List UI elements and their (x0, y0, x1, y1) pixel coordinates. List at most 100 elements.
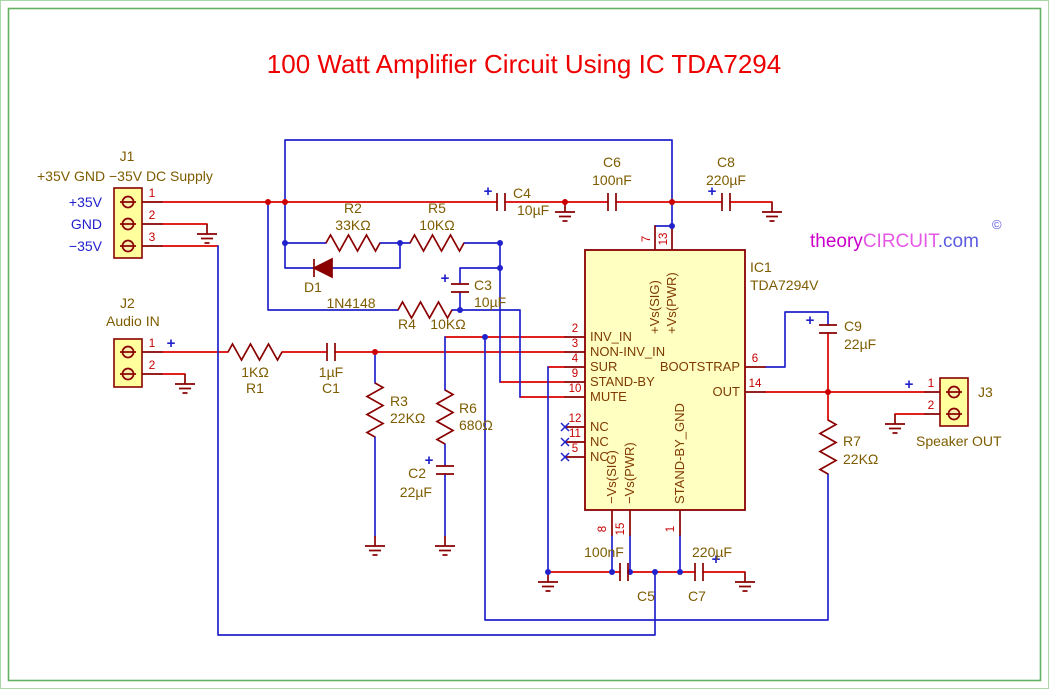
j2-label: Audio IN (106, 313, 160, 329)
ic-pin-name: STAND-BY_GND (672, 403, 687, 504)
resistor-r6: R6 680Ω (436, 389, 493, 445)
ic-pin-number: 4 (572, 353, 579, 365)
c7-ref: C7 (688, 588, 706, 604)
pin-stubs (141, 201, 941, 536)
j2-pin-number: 1 (149, 336, 156, 350)
c3-ref: C3 (474, 277, 492, 293)
ic-part: TDA7294V (750, 277, 819, 293)
capacitor-c8: + C8 220µF (706, 154, 746, 212)
c8-value: 220µF (706, 172, 746, 188)
j1-pin-number: 2 (149, 208, 156, 222)
j1-pin-number: 1 (149, 186, 156, 200)
polarity-plus: + (712, 551, 721, 568)
ic-pin-name: NC (590, 419, 609, 434)
page-title: 100 Watt Amplifier Circuit Using IC TDA7… (267, 49, 781, 79)
ic-pin-name: −Vs(PWR) (622, 442, 637, 504)
watermark-text: theoryCIRCUIT.com (810, 231, 979, 252)
c7-value: 220µF (692, 544, 732, 560)
polarity-plus: + (441, 270, 450, 287)
ic-pin-number: 8 (597, 526, 609, 532)
j1-label: +35V GND −35V DC Supply (37, 168, 213, 184)
net-label-gnd: GND (71, 216, 102, 232)
capacitor-c6: C6 100nF (592, 154, 632, 212)
ic-pin-number: 14 (749, 378, 762, 390)
ic-body (584, 249, 746, 511)
c2-value: 22µF (400, 484, 432, 500)
resistor-r3: R3 22KΩ (366, 382, 425, 438)
connector-j2: J2 Audio IN 1 2 + (106, 295, 176, 388)
j3-ref: J3 (978, 384, 993, 400)
resistor-r2: R2 33KΩ (325, 200, 381, 252)
c1-ref: C1 (322, 380, 340, 396)
ic-pin-number: 9 (572, 368, 578, 380)
capacitor-c1: 1µF C1 (319, 342, 343, 396)
d1-ref: D1 (304, 279, 322, 295)
ic-pin-number: 10 (569, 383, 582, 395)
capacitor-c7: + 220µF C7 (688, 544, 732, 604)
polarity-plus: + (167, 335, 176, 352)
ic-pin-number: 11 (569, 428, 581, 440)
connector-j3: J3 Speaker OUT 1 2 + (905, 376, 1002, 449)
watermark-theory: theory (810, 231, 863, 252)
capacitor-c4: + C4 10µF (484, 183, 550, 218)
j1-pin-number: 3 (149, 230, 156, 244)
ic-pin-name: STAND-BY (590, 374, 655, 389)
watermark: theoryCIRCUIT.com © (810, 217, 1002, 252)
r4-ref: R4 (398, 316, 416, 332)
resistor-r1: 1KΩ R1 (227, 343, 283, 396)
c3-value: 10µF (474, 294, 506, 310)
ic-pin-name: +Vs(PWR) (664, 272, 679, 334)
ic-pin-name: INV_IN (590, 329, 632, 344)
ic-pin-number: 13 (658, 233, 670, 246)
r3-ref: R3 (390, 393, 408, 409)
r2-value: 33KΩ (335, 217, 370, 233)
j2-pin-number: 2 (149, 358, 156, 372)
r7-value: 22KΩ (843, 451, 878, 467)
ic-pin-name: NC (590, 449, 609, 464)
j2-ref: J2 (120, 295, 135, 311)
j3-label: Speaker OUT (916, 433, 1002, 449)
ic-pin-name: +Vs(SIG) (647, 280, 662, 334)
ic-pin-number: 1 (665, 526, 677, 532)
j3-pin-number: 2 (928, 398, 935, 412)
r4-value: 10KΩ (430, 316, 465, 332)
polarity-plus: + (425, 452, 434, 469)
d1-value: 1N4148 (326, 295, 375, 311)
ic-pin-name: NC (590, 434, 609, 449)
net-label-minus35: −35V (69, 238, 103, 254)
resistor-r5: R5 10KΩ (409, 200, 465, 252)
j3-pin-number: 1 (928, 376, 935, 390)
resistor-r4: R4 10KΩ (397, 301, 466, 332)
c9-value: 22µF (844, 336, 876, 352)
c6-value: 100nF (592, 172, 632, 188)
ic-pin-number: 5 (572, 443, 578, 455)
ic-pin-number: 3 (572, 338, 578, 350)
r6-ref: R6 (459, 400, 477, 416)
c9-ref: C9 (844, 318, 862, 334)
ic-pin-number: 7 (641, 236, 653, 242)
watermark-circuit: CIRCUIT (863, 231, 940, 252)
c1-value: 1µF (319, 364, 343, 380)
ic-ref: IC1 (750, 259, 772, 275)
connector-j1: J1 +35V GND −35V DC Supply +35V GND −35V… (37, 148, 213, 259)
ic-pin-name: SUR (590, 359, 617, 374)
capacitor-c9: + C9 22µF (806, 312, 877, 352)
ic-pin-name: BOOTSTRAP (660, 359, 740, 374)
watermark-dotcom: .com (938, 231, 979, 252)
c2-ref: C2 (408, 465, 426, 481)
junction-dots (265, 199, 831, 575)
diode-d1: D1 1N4148 (304, 258, 376, 311)
ic-tda7294: IC1 TDA7294V 2 3 4 9 10 12 11 5 INV_IN N… (560, 233, 819, 535)
net-label-plus35: +35V (69, 194, 103, 210)
r2-ref: R2 (344, 200, 362, 216)
r1-ref: R1 (246, 380, 264, 396)
c4-value: 10µF (517, 202, 549, 218)
capacitor-c2: + C2 22µF (400, 452, 455, 500)
c5-value: 100nF (584, 544, 624, 560)
ic-pin-name: MUTE (590, 389, 627, 404)
c8-ref: C8 (717, 154, 735, 170)
ic-pin-name: −Vs(SIG) (604, 450, 619, 504)
